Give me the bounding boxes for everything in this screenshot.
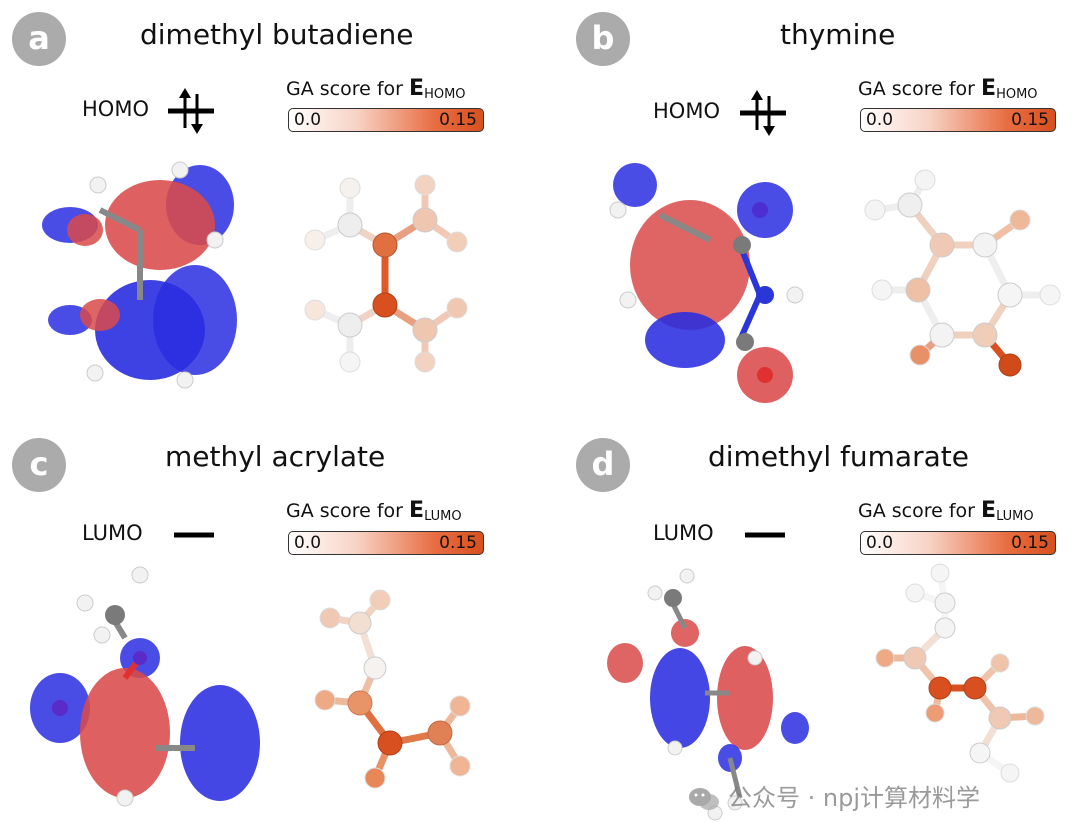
ga-colorbar: 0.0 0.15: [288, 108, 484, 132]
ga-colorbar: 0.0 0.15: [860, 108, 1056, 132]
molecule-title: dimethyl butadiene: [140, 18, 414, 51]
colorbar-max-label: 0.15: [439, 110, 477, 130]
colorbar-min-label: 0.0: [294, 533, 322, 553]
panel-d: d dimethyl fumarate LUMO GA score for EL…: [540, 418, 1080, 835]
panel-badge: c: [12, 438, 66, 492]
ga-score-render: [304, 174, 468, 373]
orbital-label: LUMO: [653, 521, 714, 545]
colorbar-min-label: 0.0: [866, 110, 894, 130]
ga-score-title: GA score for EHOMO: [858, 76, 1038, 102]
ga-score-render: [875, 563, 1045, 783]
orbital-render: [607, 568, 809, 821]
colorbar-min-label: 0.0: [294, 110, 322, 130]
colorbar-min-label: 0.0: [866, 533, 894, 553]
ga-colorbar: 0.0 0.15: [860, 531, 1056, 555]
empty-orbital-icon: [745, 532, 785, 538]
paired-electrons-icon: [168, 88, 214, 134]
ga-score-title: GA score for EHOMO: [286, 76, 466, 102]
molecule-title: methyl acrylate: [165, 440, 386, 473]
panel-b: b thymine HOMO GA score for EHOMO 0.0 0.…: [540, 0, 1080, 417]
orbital-label: HOMO: [653, 99, 720, 123]
molecule-title: thymine: [780, 18, 896, 51]
molecule-title: dimethyl fumarate: [708, 440, 969, 473]
ga-colorbar: 0.0 0.15: [288, 531, 484, 555]
ga-score-render: [314, 589, 471, 789]
panel-a: a dimethyl butadiene HOMO GA score for E…: [0, 0, 540, 417]
panel-badge: d: [576, 438, 630, 492]
colorbar-max-label: 0.15: [1011, 110, 1049, 130]
watermark: 公众号 · npj计算材料学: [688, 778, 980, 813]
orbital-label: LUMO: [82, 521, 143, 545]
colorbar-max-label: 0.15: [439, 533, 477, 553]
empty-orbital-icon: [174, 532, 214, 538]
orbital-render: [609, 163, 804, 403]
colorbar-max-label: 0.15: [1011, 533, 1049, 553]
wechat-icon: [689, 788, 719, 810]
ga-score-title: GA score for ELUMO: [858, 498, 1034, 524]
orbital-render: [42, 161, 237, 389]
orbital-label: HOMO: [82, 97, 149, 121]
panel-c: c methyl acrylate LUMO GA score for ELUM…: [0, 418, 540, 835]
panel-badge: b: [576, 12, 630, 66]
paired-electrons-icon: [740, 90, 786, 136]
watermark-text: 公众号 · npj计算材料学: [728, 784, 980, 812]
orbital-render: [30, 566, 260, 807]
ga-score-title: GA score for ELUMO: [286, 498, 462, 524]
panel-badge: a: [12, 12, 66, 66]
ga-score-render: [864, 169, 1061, 377]
